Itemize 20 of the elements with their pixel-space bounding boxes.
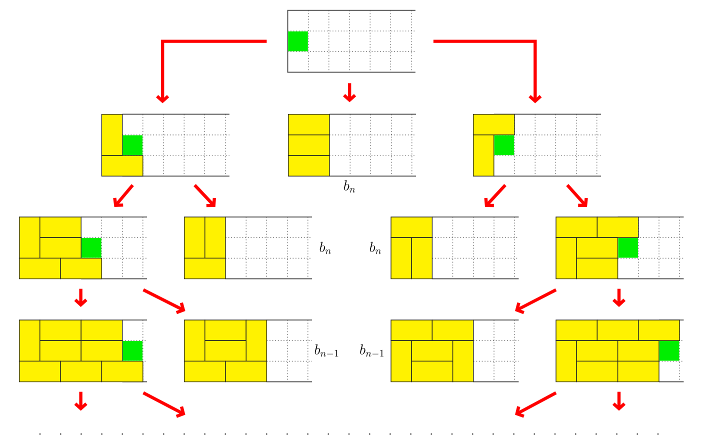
arrow: [484, 184, 506, 208]
arrow: [612, 392, 626, 411]
arrow: [566, 184, 588, 207]
arrow: [142, 391, 186, 418]
arrow: [113, 184, 134, 207]
formula-label: $b_n$: [320, 242, 331, 254]
arrow: [194, 184, 216, 208]
arrow: [342, 83, 356, 102]
arrow: [74, 392, 88, 411]
arrow: [515, 391, 557, 418]
formula-label: $b_n$: [370, 242, 382, 254]
arrow: [156, 40, 267, 104]
formula-label: $b_n$: [344, 180, 356, 193]
formula-label: $b_{n-1}$: [360, 344, 384, 357]
arrow: [74, 288, 88, 307]
arrow: [515, 288, 557, 314]
arrow: [433, 40, 542, 104]
arrow: [142, 288, 186, 314]
arrow: [612, 288, 626, 307]
formula-label: $b_{n-1}$: [314, 344, 338, 357]
